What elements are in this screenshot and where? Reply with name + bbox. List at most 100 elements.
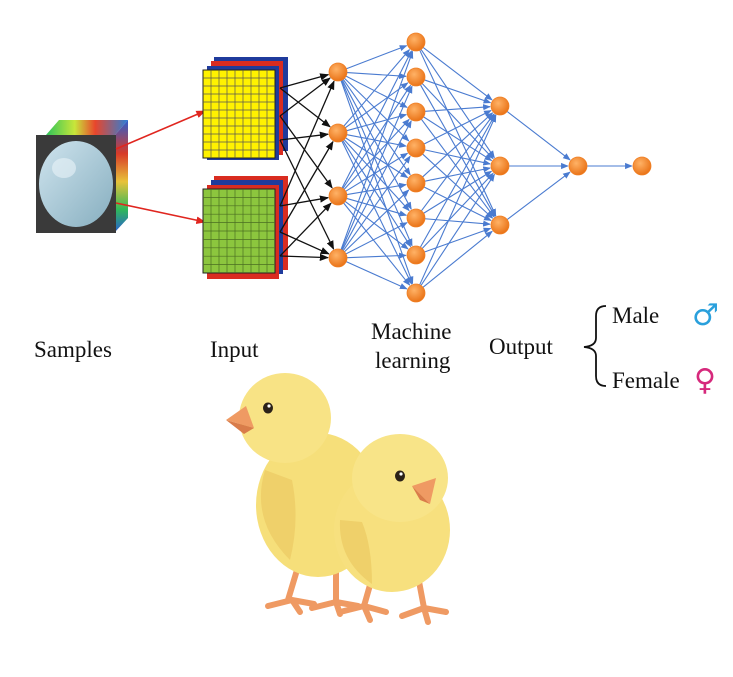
neuron-node — [490, 215, 510, 235]
neuron-node — [406, 102, 426, 122]
input-edge-arrow — [279, 202, 332, 257]
network-edge — [346, 113, 408, 132]
input-edge-arrow — [279, 253, 329, 262]
network-edge — [346, 45, 408, 70]
network-edge — [342, 155, 411, 251]
two-chicks-illustration — [226, 373, 450, 625]
network-edge — [345, 222, 408, 255]
network-edge — [419, 114, 497, 286]
network-edge — [344, 82, 409, 129]
network-edge — [345, 152, 409, 192]
network-edge — [424, 166, 491, 182]
input-edge-arrow — [279, 131, 329, 141]
yellow-feature-grid-stack-icon — [202, 57, 288, 160]
network-edges — [279, 45, 633, 290]
network-edge — [342, 79, 411, 176]
network-edge — [424, 104, 491, 112]
network-edge — [346, 72, 407, 79]
network-edge — [346, 197, 408, 217]
network-edge — [420, 173, 495, 286]
network-edge — [422, 153, 494, 219]
input-edge-arrow — [279, 231, 330, 255]
neuron-node — [406, 173, 426, 193]
network-nodes — [328, 32, 652, 303]
network-edge — [342, 84, 411, 189]
input-edge-arrow — [279, 139, 335, 250]
network-edge — [343, 118, 410, 190]
input-edge-arrow — [279, 140, 334, 233]
network-edge — [423, 109, 492, 145]
network-edge — [422, 112, 494, 178]
neuron-node — [328, 248, 348, 268]
network-edge — [422, 47, 493, 101]
network-edge — [343, 139, 410, 212]
sample-to-yellow-arrow — [115, 110, 206, 150]
network-edge — [340, 80, 414, 285]
neuron-node — [406, 208, 426, 228]
network-edge — [344, 189, 410, 253]
neuron-node — [490, 156, 510, 176]
neuron-node — [406, 67, 426, 87]
network-edge — [341, 80, 413, 247]
machine-label: Machine — [371, 319, 452, 344]
neuron-node — [490, 96, 510, 116]
network-edge — [345, 261, 408, 290]
network-edge — [424, 149, 491, 166]
network-edge — [424, 227, 492, 253]
network-edge — [421, 172, 494, 249]
network-edge — [419, 114, 496, 248]
network-edge — [341, 85, 413, 250]
neuron-node — [406, 245, 426, 265]
network-edge — [423, 170, 493, 214]
samples-label: Samples — [34, 337, 112, 362]
input-edge-arrow — [279, 80, 335, 207]
network-edge — [340, 50, 414, 250]
male-symbol-icon: ♂ — [692, 298, 719, 333]
network-edge — [342, 140, 412, 248]
network-edge — [345, 137, 409, 179]
learning-label: learning — [375, 348, 451, 373]
output-label: Output — [489, 334, 553, 359]
network-edge — [419, 49, 497, 217]
network-edge — [424, 79, 492, 104]
neuron-node — [406, 32, 426, 52]
input-edge-arrow — [279, 77, 331, 117]
network-edge — [423, 116, 493, 162]
network-edge — [420, 49, 495, 159]
network-edge — [346, 182, 407, 196]
neuron-node — [632, 156, 652, 176]
network-edge — [341, 120, 412, 251]
network-edge — [506, 111, 571, 161]
neuron-node — [406, 138, 426, 158]
hyperspectral-egg-cube-icon — [36, 120, 128, 233]
input-edge-arrow — [279, 195, 330, 207]
network-edge — [345, 75, 408, 108]
input-label: Input — [210, 337, 259, 362]
network-edge — [422, 230, 493, 288]
network-edge — [420, 118, 495, 218]
network-edge — [419, 84, 496, 217]
network-edge — [420, 113, 495, 212]
neuron-node — [406, 283, 426, 303]
input-edge-arrow — [279, 73, 330, 89]
green-feature-grid-stack-icon — [202, 176, 288, 279]
network-edge — [343, 49, 410, 127]
neuron-node — [568, 156, 588, 176]
right-chick — [334, 434, 450, 625]
network-edge — [346, 252, 407, 259]
output-brace — [583, 305, 607, 387]
neuron-node — [328, 62, 348, 82]
input-edge-arrow — [279, 115, 333, 189]
network-edge — [343, 202, 411, 286]
neuron-node — [328, 123, 348, 143]
network-edge — [506, 171, 571, 221]
input-edge-arrow — [279, 87, 331, 128]
network-edge — [346, 134, 407, 148]
network-edge — [341, 50, 412, 189]
neuron-node — [328, 186, 348, 206]
sample-to-green-arrow — [115, 202, 206, 224]
male-label: Male — [612, 303, 660, 328]
female-label: Female — [612, 368, 680, 393]
